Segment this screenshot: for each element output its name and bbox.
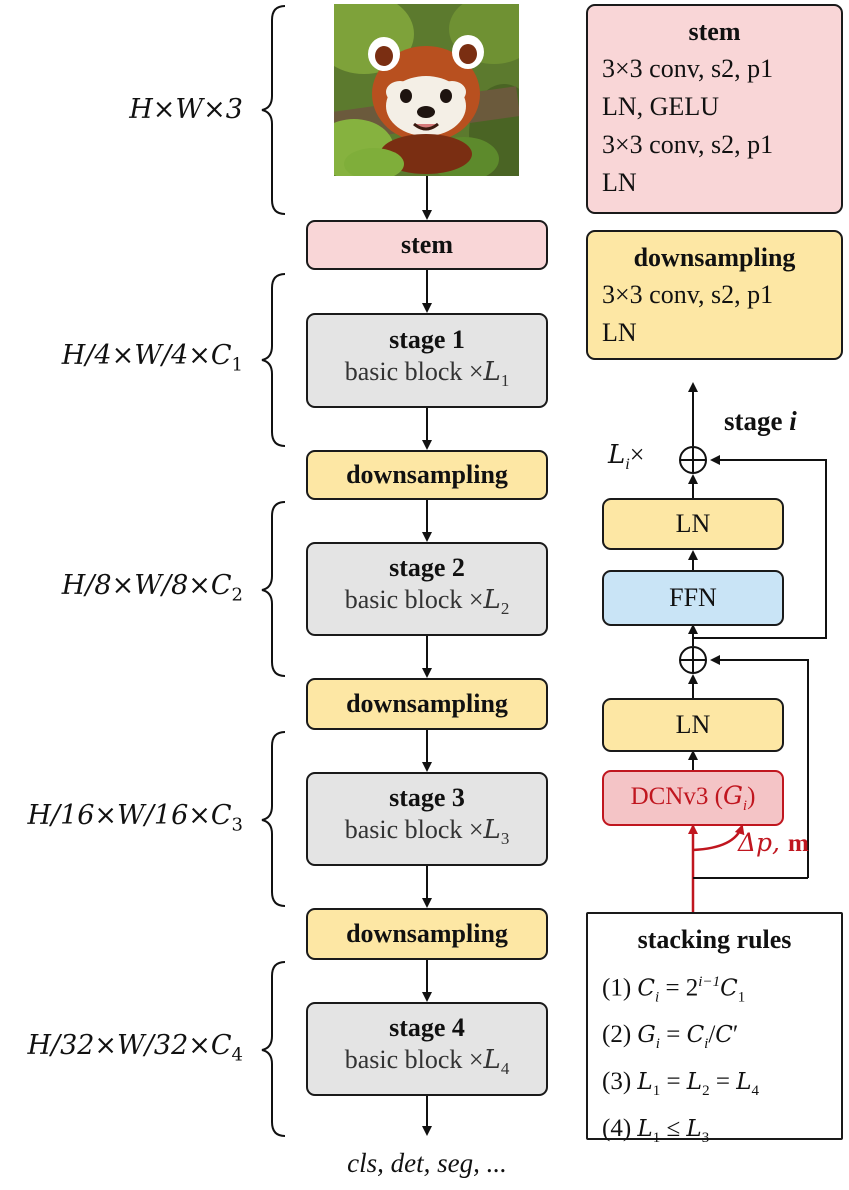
stem-detail-line: LN <box>602 168 637 197</box>
downsampling-label: downsampling <box>346 689 508 718</box>
downsampling-label: downsampling <box>346 460 508 489</box>
downsampling-detail-box: downsampling 3×3 conv, s2, p1 LN <box>586 230 843 360</box>
downsampling-block-1: downsampling <box>306 450 548 500</box>
downsampling-label: downsampling <box>346 919 508 948</box>
dcnv3-block: DCNv3 (Gi) <box>602 770 784 826</box>
ln-label: LN <box>675 710 711 739</box>
stacking-rule-3: (3) L1 = L2 = L4 <box>602 1068 759 1100</box>
downsampling-block-2: downsampling <box>306 678 548 730</box>
stage-1-subtitle: basic block ×L1 <box>344 356 510 391</box>
dim-label-stage1: H/4×W/4×C1 <box>61 340 243 376</box>
dcn-input-arrow <box>688 824 745 912</box>
ln-label: LN <box>675 509 711 538</box>
stem-label: stem <box>401 230 453 259</box>
dim-label-stage4: H/32×W/32×C4 <box>27 1030 243 1066</box>
stage-i-title: stage i <box>724 406 797 436</box>
downsampling-detail-title: downsampling <box>633 243 796 272</box>
dimension-braces <box>261 5 286 1137</box>
stacking-rule-2: (2) Gi = Ci/C′ <box>602 1021 739 1053</box>
dcnv3-label: DCNv3 (Gi) <box>630 781 756 814</box>
stage-2-block: stage 2 basic block ×L2 <box>306 542 548 636</box>
stacking-rules-box: stacking rules (1) Ci = 2i−1C1 (2) Gi = … <box>586 912 843 1146</box>
dim-label-stage2: H/8×W/8×C2 <box>61 570 243 606</box>
stem-detail-line: 3×3 conv, s2, p1 <box>602 54 774 83</box>
stage-4-block: stage 4 basic block ×L4 <box>306 1002 548 1096</box>
stage-detail-arrows <box>688 382 827 878</box>
stem-detail-line: LN, GELU <box>602 92 719 121</box>
stage-4-title: stage 4 <box>389 1013 465 1043</box>
stem-detail-line: 3×3 conv, s2, p1 <box>602 130 774 159</box>
downsampling-block-3: downsampling <box>306 908 548 960</box>
stacking-rule-4: (4) L1 ≤ L3 <box>602 1115 710 1147</box>
dim-label-stage3: H/16×W/16×C3 <box>27 800 243 836</box>
stem-detail-box: stem 3×3 conv, s2, p1 LN, GELU 3×3 conv,… <box>586 4 843 214</box>
ffn-label: FFN <box>669 583 717 612</box>
red-panda-image <box>334 4 519 176</box>
dim-label-input: H×W×3 <box>129 94 243 125</box>
stage-1-title: stage 1 <box>389 324 465 354</box>
ln-block-bottom: LN <box>602 698 784 752</box>
stem-detail-title: stem <box>688 17 741 46</box>
stacking-rule-1: (1) Ci = 2i−1C1 <box>602 974 746 1006</box>
repeat-count-label: Li× <box>608 440 645 474</box>
stage-3-subtitle: basic block ×L3 <box>344 815 510 849</box>
stem-block: stem <box>306 220 548 270</box>
downsampling-detail-line: 3×3 conv, s2, p1 <box>602 280 774 309</box>
ln-block-top: LN <box>602 498 784 550</box>
stage-3-block: stage 3 basic block ×L3 <box>306 772 548 866</box>
ffn-block: FFN <box>602 570 784 626</box>
output-tasks-label: cls, det, seg, ... <box>347 1148 507 1178</box>
stacking-rules-title: stacking rules <box>637 925 792 954</box>
stage-3-title: stage 3 <box>389 783 465 813</box>
stage-1-block: stage 1 basic block ×L1 <box>306 313 548 408</box>
offset-mask-label: Δp, m <box>738 828 809 857</box>
input-image <box>334 4 519 176</box>
stage-4-subtitle: basic block ×L4 <box>344 1045 510 1079</box>
downsampling-detail-line: LN <box>602 318 637 347</box>
stage-2-title: stage 2 <box>389 553 465 583</box>
residual-add-icons <box>679 446 707 674</box>
stage-2-subtitle: basic block ×L2 <box>344 585 510 619</box>
